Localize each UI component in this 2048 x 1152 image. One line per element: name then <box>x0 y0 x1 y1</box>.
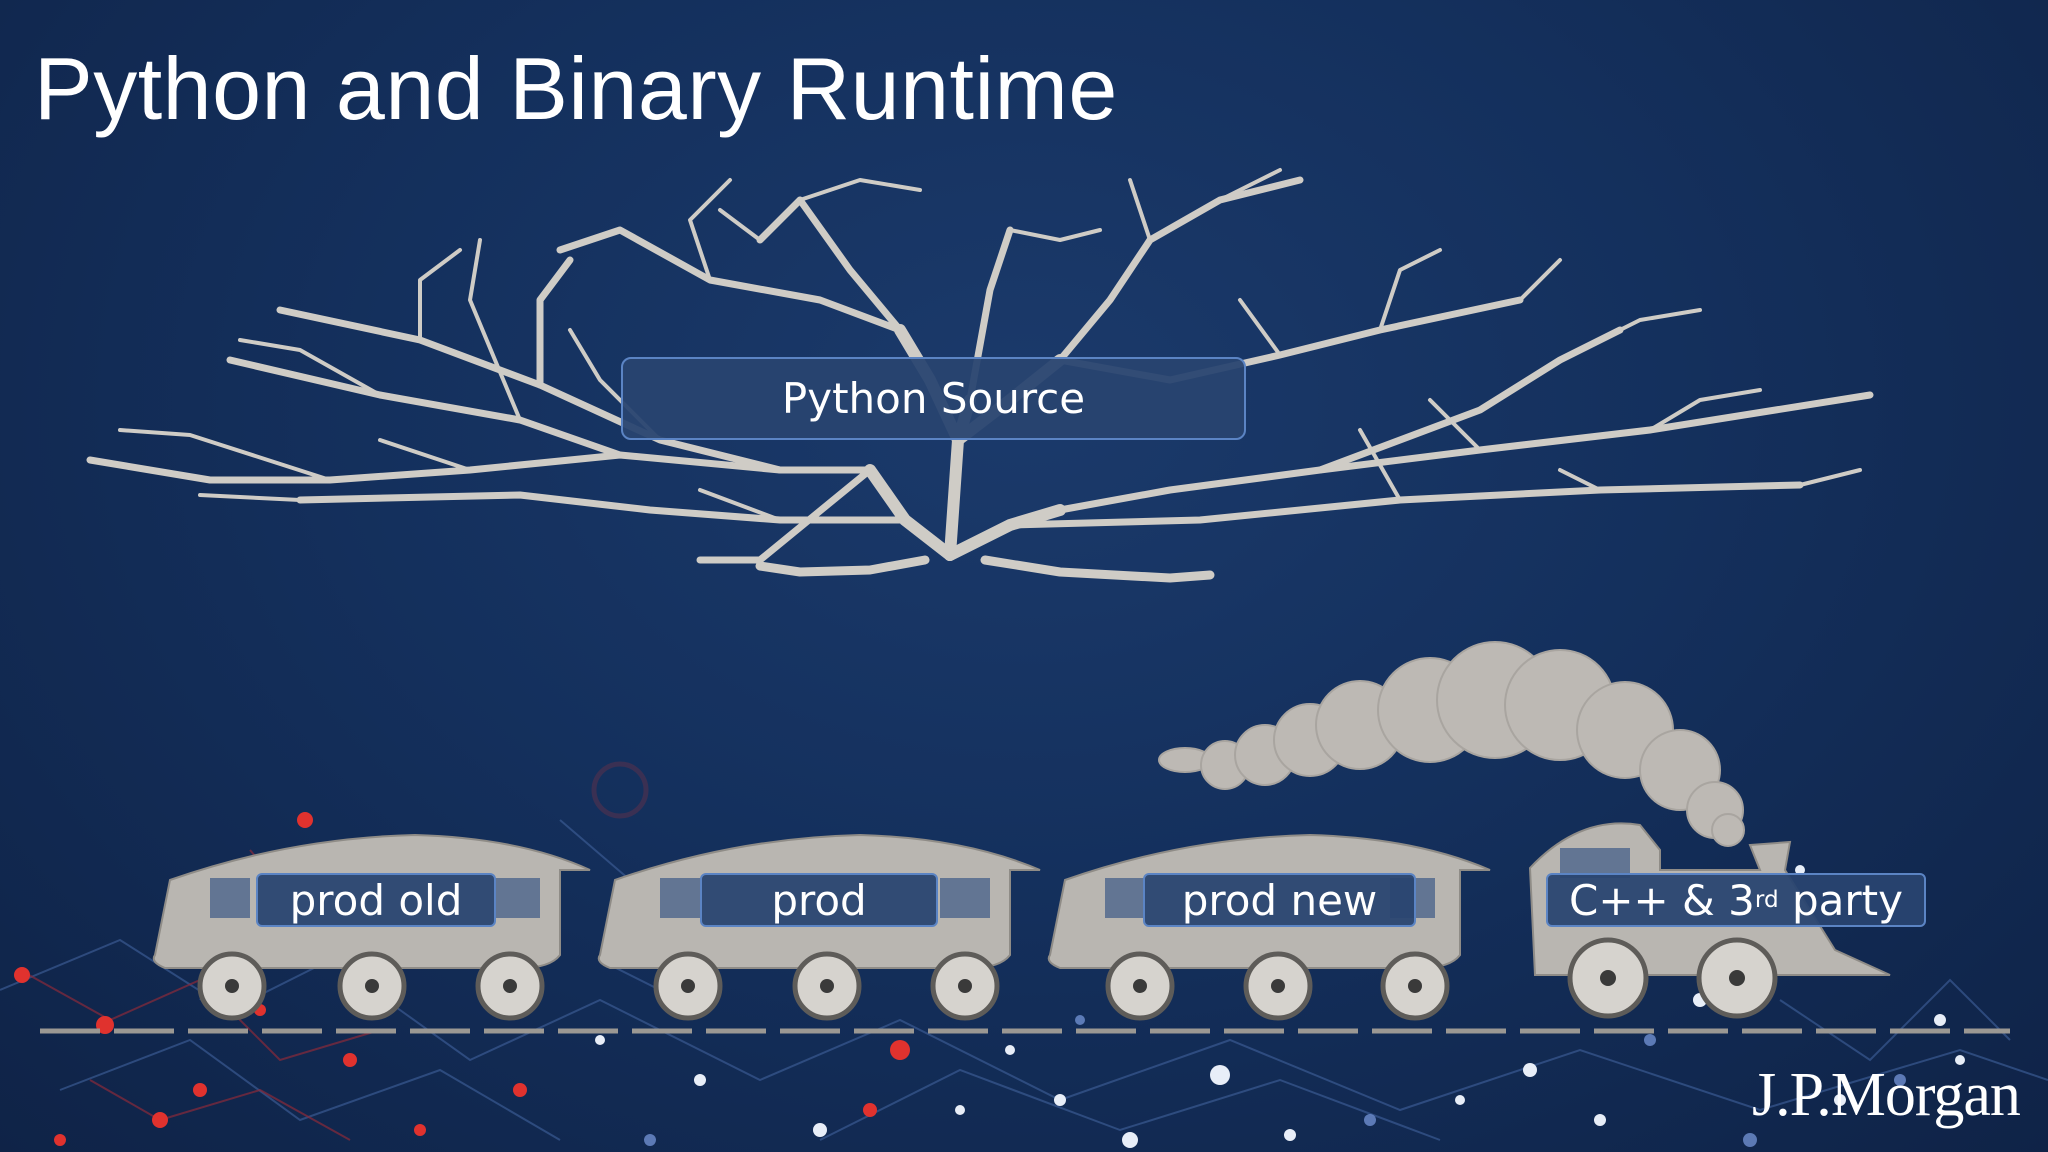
smoke-icon <box>1158 641 1745 847</box>
car-label-prod: prod <box>700 873 938 927</box>
car-label-prod-old: prod old <box>256 873 496 927</box>
python-source-box: Python Source <box>621 357 1246 440</box>
engine-label-post: party <box>1778 875 1903 925</box>
car-label-prod-new: prod new <box>1143 873 1416 927</box>
slide-title: Python and Binary Runtime <box>34 39 1118 138</box>
jpmorgan-logo: J.P.Morgan <box>1752 1061 2021 1129</box>
engine-label-pre: C++ & 3 <box>1569 875 1755 925</box>
engine-label-sup: rd <box>1754 887 1779 913</box>
